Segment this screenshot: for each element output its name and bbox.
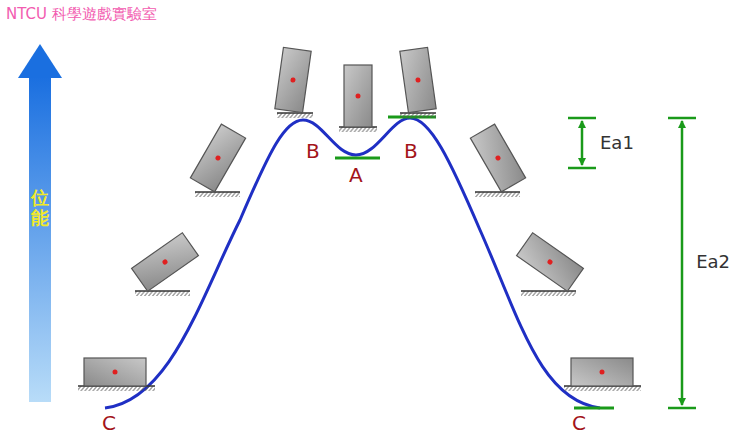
watermark: NTCU 科學遊戲實驗室 [6,6,157,23]
ea1-bracket [568,118,596,168]
axis-label: 位能 [31,188,49,228]
state-letter: C [102,412,116,434]
state-letter: B [306,140,320,162]
tilting-boxes [78,47,641,391]
energy-label: Ea1 [600,133,634,153]
state-letter: A [349,164,363,186]
energy-label: Ea2 [696,252,730,272]
energy-axis-arrow [18,44,62,402]
ea2-bracket [668,118,696,408]
state-letter: B [404,140,418,162]
energy-curve [105,118,600,408]
state-letter: C [572,412,586,434]
